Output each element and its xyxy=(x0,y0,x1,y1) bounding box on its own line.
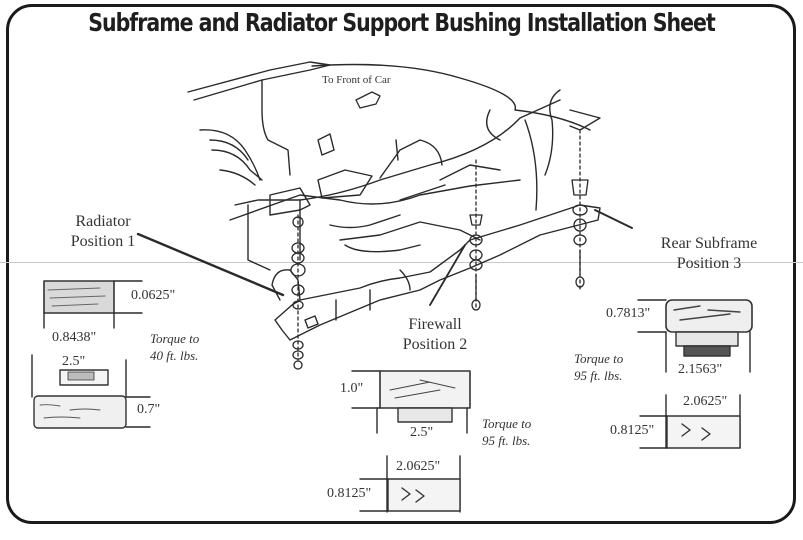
position-3-lower-height: 0.8125" xyxy=(610,423,655,438)
position-1-lower-width: 2.5" xyxy=(62,354,86,369)
position-1-name: Radiator xyxy=(75,213,131,230)
position-3-lower-width: 2.0625" xyxy=(683,394,728,409)
position-2-label: Firewall Position 2 xyxy=(380,315,490,355)
position-2-number: Position 2 xyxy=(402,336,468,353)
sheet-border xyxy=(6,4,796,524)
rear-lower-bushing-drawing xyxy=(639,394,741,449)
subframe-rail xyxy=(271,204,601,341)
radiator-upper-bushing-drawing xyxy=(43,280,143,329)
position-3-name: Rear Subframe xyxy=(660,235,758,252)
rear-upper-bushing-drawing xyxy=(637,299,753,373)
position-1-torque: Torque to 40 ft. lbs. xyxy=(150,330,199,364)
torque-label: Torque to xyxy=(150,331,200,346)
engine-bay xyxy=(229,133,521,271)
bushing-stack-firewall xyxy=(469,159,483,311)
position-1-lower-height: 0.7" xyxy=(137,402,161,417)
torque-value: 95 ft. lbs. xyxy=(574,368,623,383)
leader-radiator xyxy=(136,232,285,297)
body-outline xyxy=(187,61,601,211)
position-1-label: Radiator Position 1 xyxy=(48,212,158,252)
bushing-stack-radiator xyxy=(290,214,306,370)
position-2-upper-width: 2.5" xyxy=(410,425,434,440)
position-1-upper-width: 0.8438" xyxy=(52,330,97,345)
position-3-label: Rear Subframe Position 3 xyxy=(644,234,774,274)
position-3-torque: Torque to 95 ft. lbs. xyxy=(574,350,623,384)
position-2-upper-height: 1.0" xyxy=(340,381,364,396)
position-1-number: Position 1 xyxy=(70,233,136,250)
torque-value: 95 ft. lbs. xyxy=(482,433,531,448)
torque-value: 40 ft. lbs. xyxy=(150,348,199,363)
torque-label: Torque to xyxy=(482,416,532,431)
firewall-lower-bushing-drawing xyxy=(359,455,461,513)
position-2-name: Firewall xyxy=(408,316,462,333)
position-2-lower-width: 2.0625" xyxy=(396,459,441,474)
position-2-torque: Torque to 95 ft. lbs. xyxy=(482,415,531,449)
leader-rear xyxy=(594,209,633,229)
page-title: Subframe and Radiator Support Bushing In… xyxy=(88,8,716,37)
front-arrow-icon xyxy=(355,91,381,109)
position-3-upper-width: 2.1563" xyxy=(678,362,723,377)
position-3-upper-height: 0.7813" xyxy=(606,306,651,321)
position-2-lower-height: 0.8125" xyxy=(327,486,372,501)
leader-firewall xyxy=(429,244,466,306)
position-1-upper-height: 0.0625" xyxy=(131,288,176,303)
bushing-stack-rear xyxy=(571,129,589,291)
scan-artifact-line xyxy=(0,262,803,263)
position-3-number: Position 3 xyxy=(676,255,742,272)
radiator-lower-bushing-drawing xyxy=(31,354,151,429)
firewall-upper-bushing-drawing xyxy=(351,370,471,434)
direction-label: To Front of Car xyxy=(322,74,391,86)
torque-label: Torque to xyxy=(574,351,624,366)
